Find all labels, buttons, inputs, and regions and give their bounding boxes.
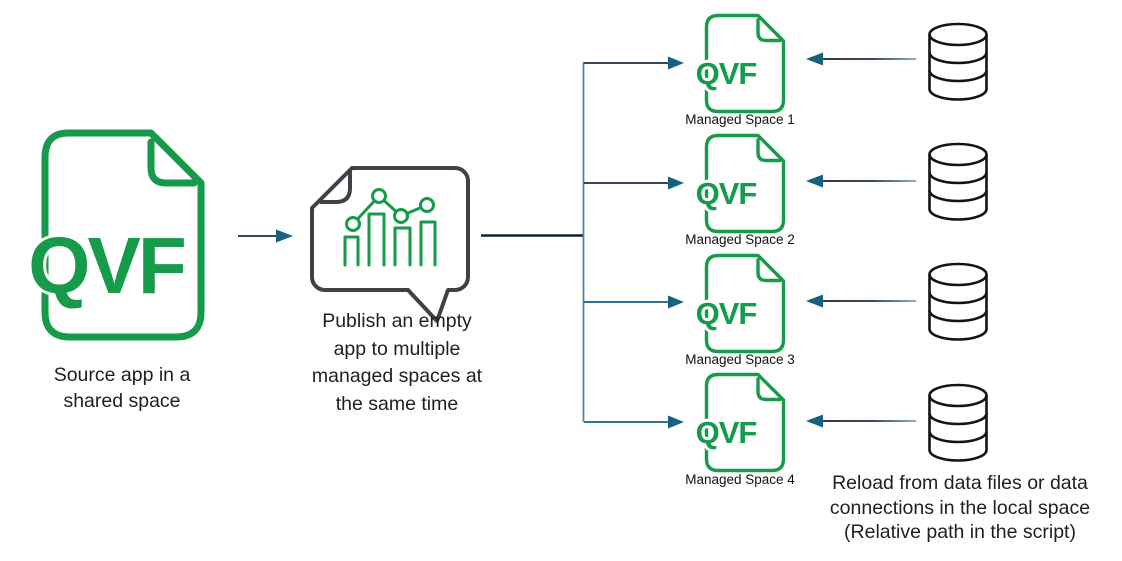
qvf-file-icon-small (704, 372, 786, 473)
managed-space-2-label: Managed Space 2 (685, 232, 795, 247)
qvf-file-icon-small (704, 253, 786, 354)
publish-chart-bubble-icon (310, 166, 470, 323)
qvf-file-label: QVF (28, 221, 186, 310)
managed-space-1-label: Managed Space 1 (685, 112, 795, 127)
database-icon (926, 383, 990, 463)
source-caption-line: Source app in a (53, 364, 191, 386)
db-arrow-3-head-icon (806, 294, 823, 308)
qvf-file-label: QVF (695, 415, 758, 450)
reload-note: Reload from data files or data connectio… (795, 471, 1122, 545)
managed-space-4-qvf-node: QVF (696, 371, 787, 474)
branch-arrow-4-head-icon (668, 415, 684, 429)
source-qvf-node: QVF (28, 126, 208, 344)
branch-arrow-2-head-icon (668, 176, 684, 190)
branch-arrow-1-head-icon (668, 56, 684, 70)
qvf-file-label: QVF (695, 56, 758, 91)
qvf-file-icon-small (704, 13, 786, 114)
managed-space-1-qvf-node: QVF (696, 12, 787, 115)
managed-space-2-qvf-node: QVF (696, 132, 787, 235)
branch-arrow-3-head-icon (668, 295, 684, 309)
publish-caption-line: the same time (335, 392, 459, 415)
publish-caption-line: Publish an empty (322, 310, 472, 332)
managed-space-4-label: Managed Space 4 (685, 472, 795, 487)
source-to-publish-arrowhead-icon (276, 229, 293, 243)
qvf-file-label: QVF (695, 296, 758, 331)
reload-note-line: Reload from data files or data (832, 472, 1088, 494)
db-arrow-4-head-icon (806, 414, 823, 428)
managed-space-3-label: Managed Space 3 (685, 352, 795, 367)
qvf-file-icon-small (704, 133, 786, 234)
reload-note-line: (Relative path in the script) (844, 521, 1076, 543)
db-arrow-1-head-icon (806, 52, 823, 66)
qvf-file-label: QVF (695, 176, 758, 211)
publish-caption-line: managed spaces at (311, 365, 483, 387)
qvf-file-icon-source (41, 129, 205, 341)
publish-caption: Publish an empty app to multiple managed… (292, 308, 502, 418)
source-caption-line: shared space (63, 390, 181, 412)
publish-caption-line: app to multiple (333, 337, 461, 360)
database-icon (926, 22, 990, 102)
database-icon (926, 142, 990, 222)
reload-note-line: connections in the local space (829, 496, 1091, 519)
source-caption: Source app in a shared space (22, 362, 222, 414)
publish-app-node (305, 162, 475, 332)
managed-space-3-qvf-node: QVF (696, 252, 787, 355)
database-icon (926, 262, 990, 342)
db-arrow-2-head-icon (806, 174, 823, 188)
